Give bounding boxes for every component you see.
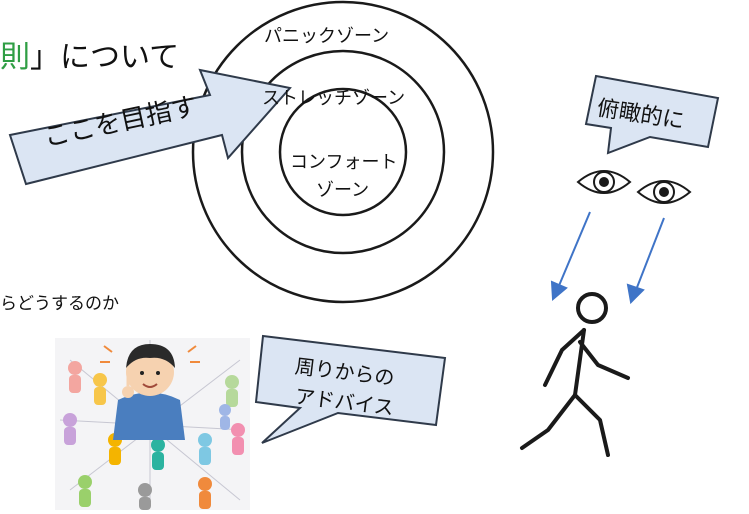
comfort-zone-circle <box>278 87 408 217</box>
heading-rest: 」について <box>30 40 180 75</box>
page-heading: 則」について <box>0 32 179 76</box>
comfort-zone-label-line1: コンフォート <box>290 152 398 173</box>
walking-person-icon <box>520 292 630 457</box>
people-crowd-illustration <box>55 338 250 510</box>
panic-zone-label: パニックゾーン <box>264 26 390 47</box>
stretch-zone-label: ストレッチゾーン <box>262 88 406 109</box>
target-arrow <box>8 68 292 186</box>
sight-arrow <box>626 217 665 305</box>
stretch-zone-circle <box>240 49 446 255</box>
side-question-text: らどうするのか <box>0 294 119 314</box>
eye-icon <box>576 170 632 194</box>
eye-icon <box>636 180 692 204</box>
sight-arrow <box>550 211 591 302</box>
panic-zone-circle <box>191 0 495 304</box>
callout-overview-box <box>584 74 720 155</box>
comfort-zone-label-line2: ゾーン <box>316 180 370 201</box>
callout-advice-box <box>254 334 447 444</box>
heading-accent: 則 <box>0 40 30 75</box>
